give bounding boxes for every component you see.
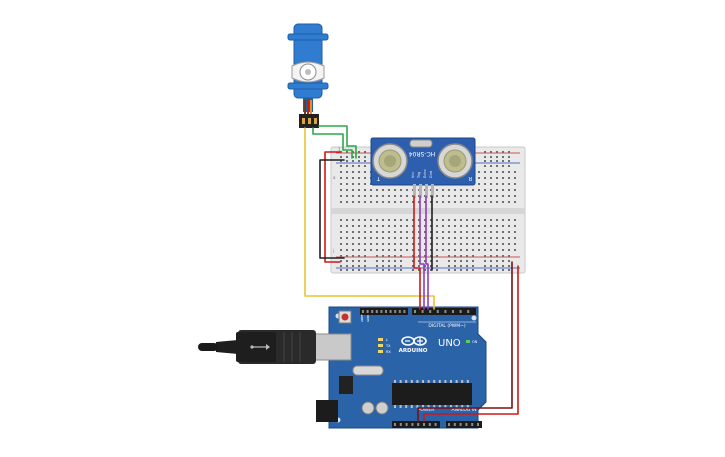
arduino-uno-board[interactable]: DIGITAL (PWM~) AREF GND L TX RX ARDUINO …	[312, 306, 487, 429]
servo-motor[interactable]	[287, 23, 329, 128]
usb-port[interactable]	[312, 333, 352, 361]
power-label: POWER	[418, 407, 435, 413]
ultrasonic-sensor[interactable]: HC-SR04 T R Vcc Trig Echo Gnd	[370, 137, 476, 198]
wire-sensor-trig	[419, 195, 425, 310]
wire-servo-green-2	[318, 125, 357, 159]
header-digital-high	[360, 308, 408, 315]
reset-icon	[341, 313, 349, 321]
header-digital-low	[412, 308, 476, 315]
crystal-oscillator	[352, 365, 384, 376]
servo-mount-top	[287, 33, 329, 41]
wire-servo-signal-yellow	[304, 127, 435, 310]
sensor-model-label: HC-SR04	[409, 150, 436, 157]
wires	[304, 125, 519, 422]
sensor-pin-trig-label: Trig	[417, 172, 421, 179]
usb-icon	[250, 344, 270, 350]
usb-cable[interactable]	[198, 330, 316, 364]
atmega-chip	[392, 383, 472, 405]
digital-pins	[362, 310, 470, 313]
sensor-pin-vcc-label: Vcc	[411, 172, 415, 178]
sensor-pins	[413, 184, 434, 198]
usb-cord	[198, 343, 218, 351]
breadboard-labels: a j 1	[332, 147, 341, 253]
usb-strain-relief	[216, 340, 238, 354]
wire-power-red	[423, 265, 519, 422]
aref-label: AREF	[360, 314, 364, 322]
wire-rail-black-left	[319, 159, 345, 259]
arduino-brand-label: ARDUINO	[399, 348, 428, 354]
led-on	[466, 340, 470, 343]
svg-text:1: 1	[338, 147, 341, 152]
header-power	[392, 421, 440, 428]
sensor-pin-gnd-label: Gnd	[429, 171, 433, 178]
capacitor-2	[375, 401, 389, 415]
wire-rail-red-left	[324, 151, 341, 263]
voltage-regulator	[339, 376, 353, 394]
wire-servo-green-1	[312, 127, 353, 159]
wire-sensor-echo	[425, 195, 429, 310]
led-l-label: L	[386, 338, 388, 342]
servo-mount-bottom	[287, 82, 329, 90]
dc-power-jack[interactable]	[316, 400, 338, 422]
svg-text:j: j	[332, 248, 334, 253]
gnd-label-top: GND	[366, 314, 370, 322]
sensor-mark-r: R	[468, 175, 472, 181]
wire-sensor-vcc	[413, 195, 421, 310]
arduino-model-label: UNO	[438, 338, 461, 349]
breadboard-center-channel	[331, 208, 525, 214]
capacitor-1	[361, 401, 375, 415]
bottom-pins	[394, 423, 479, 426]
led-tx	[378, 344, 383, 347]
wire-power-darkred	[417, 261, 513, 422]
tx-label: TX	[385, 344, 391, 348]
header-analog	[446, 421, 482, 428]
svg-text:a: a	[333, 175, 336, 180]
sensor-mark-t: T	[376, 175, 381, 181]
arduino-logo-icon	[401, 336, 427, 346]
sensor-pin-echo-label: Echo	[423, 170, 427, 179]
digital-label: DIGITAL (PWM~)	[428, 323, 466, 329]
led-l	[378, 338, 383, 341]
servo-screw-icon	[305, 69, 311, 75]
sensor-crystal	[409, 139, 433, 148]
chip-legs	[394, 380, 469, 408]
led-rx	[378, 350, 383, 353]
rx-label: RX	[386, 350, 391, 354]
on-label: ON	[472, 340, 478, 344]
analog-label: ANALOG IN	[451, 407, 476, 413]
